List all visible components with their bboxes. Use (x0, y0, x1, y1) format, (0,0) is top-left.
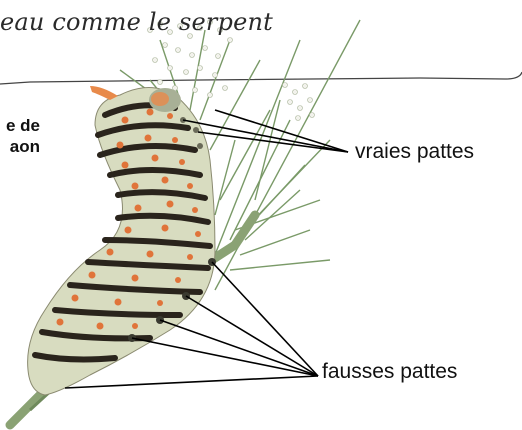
caption-line-2: aon (6, 136, 40, 157)
header-rule (0, 72, 522, 84)
caption: e de aon (6, 115, 40, 157)
caption-line-1: e de (6, 115, 40, 136)
label-false-legs: fausses pattes (322, 360, 457, 384)
label-true-legs: vraies pattes (355, 140, 474, 164)
header-title: eau comme le serpent (0, 8, 273, 36)
